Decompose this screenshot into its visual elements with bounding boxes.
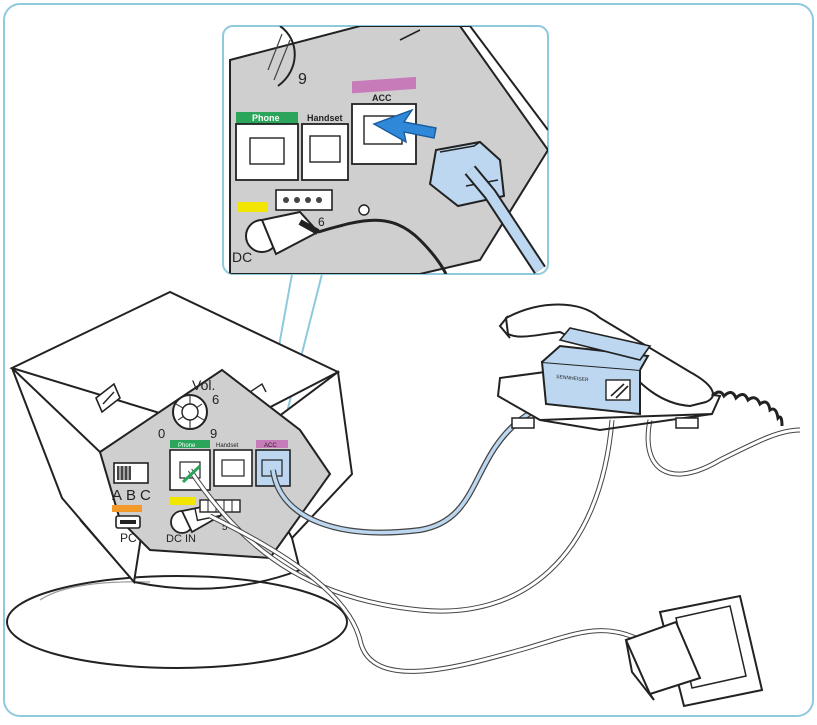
inset-rj-plug <box>428 140 546 274</box>
hook-switch-brand: SENNHEISER <box>556 374 589 383</box>
phone-port[interactable] <box>169 449 211 491</box>
zoom-inset: 9 Phone Handset ACC <box>222 25 549 275</box>
inset-terminal-number: 6 <box>318 215 325 229</box>
inset-phone-port-tag <box>236 112 298 124</box>
wall-power-adapter <box>624 594 764 708</box>
hook-switch-logo-icon <box>605 379 631 401</box>
volume-dial-min: 0 <box>158 426 165 441</box>
volume-dial-mid: 6 <box>212 392 219 407</box>
inset-dial-max: 9 <box>298 71 307 88</box>
inset-handset-port-label: Handset <box>307 113 343 123</box>
base-stand <box>6 575 348 669</box>
switch-c-label: C <box>140 487 151 504</box>
switch-b-label: B <box>126 487 136 504</box>
brand-logo-icon <box>95 382 121 414</box>
switch-a-label: A <box>112 487 122 504</box>
inset-phone-port[interactable] <box>235 123 299 181</box>
pc-port[interactable] <box>115 515 141 529</box>
acc-port-tag <box>256 440 288 448</box>
handset-port-label: Handset <box>216 443 239 449</box>
inset-dc-label: DC <box>232 249 252 265</box>
hook-switch: SENNHEISER <box>540 327 652 416</box>
inset-handset-port[interactable] <box>301 123 349 181</box>
inset-dc-tag <box>238 202 268 212</box>
coiled-cord-icon <box>710 390 784 427</box>
volume-label: Vol. <box>192 377 215 393</box>
inset-acc-port-tag <box>352 76 416 94</box>
insert-arrow-icon <box>372 108 437 144</box>
volume-dial-max: 9 <box>210 426 217 441</box>
phone-port-label: Phone <box>178 443 196 449</box>
inset-phone-port-label: Phone <box>252 113 280 123</box>
inset-acc-port-label: ACC <box>372 93 392 103</box>
inset-dc-plug[interactable] <box>245 210 448 274</box>
handset-port[interactable] <box>213 449 253 487</box>
abc-switch[interactable] <box>113 462 149 484</box>
pc-port-label: PC <box>120 531 137 545</box>
pc-port-tag <box>112 505 142 512</box>
dc-port-tag <box>170 497 196 505</box>
inset-terminal-block <box>275 189 333 211</box>
volume-dial[interactable] <box>172 394 208 430</box>
phone-port-tag <box>170 440 210 448</box>
base-unit: Vol. 6 0 9 Phone Handset ACC <box>9 290 354 590</box>
acc-port-label: ACC <box>264 443 277 449</box>
dc-in-label: DC IN <box>166 533 196 545</box>
